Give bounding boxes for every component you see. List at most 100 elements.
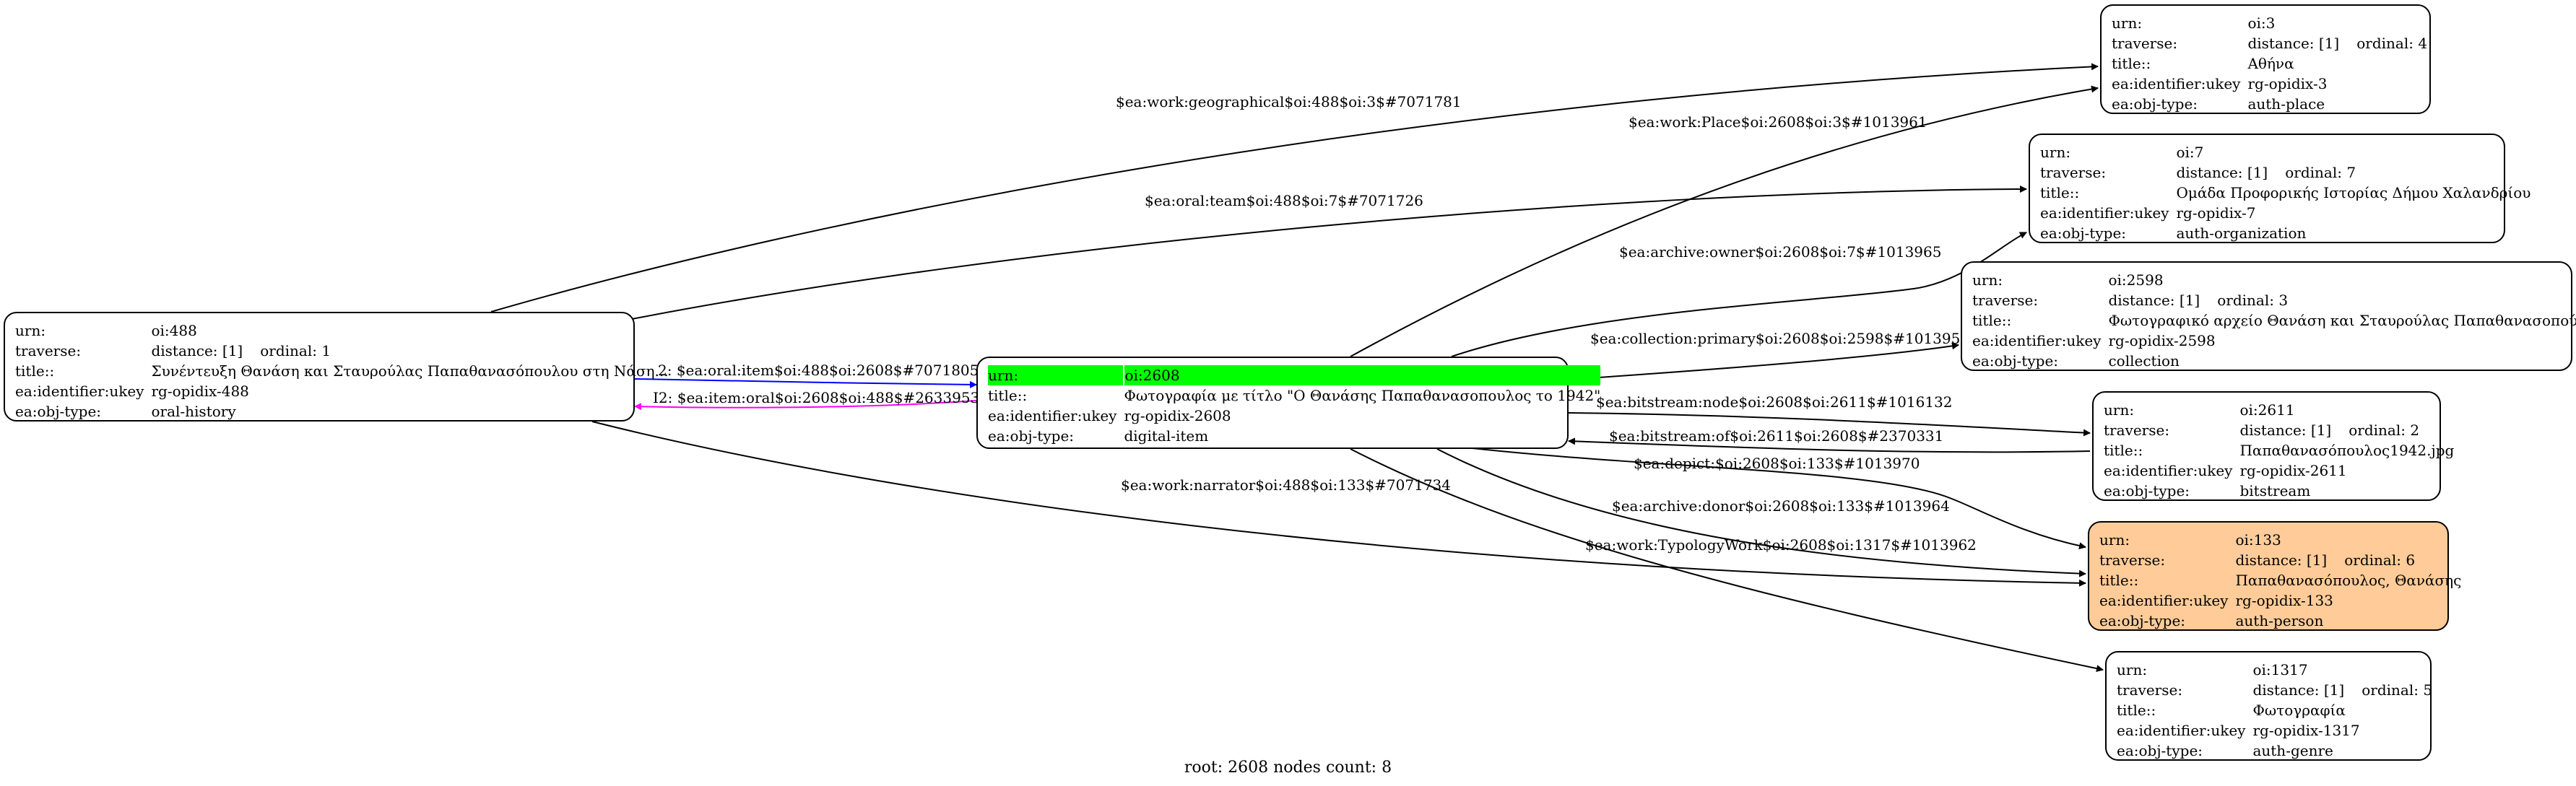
edge-collection xyxy=(1568,342,1959,380)
urn-value: oi:2598 xyxy=(2108,271,2164,289)
ordinal-value: ordinal: 6 xyxy=(2344,551,2416,569)
urn-value: oi:3 xyxy=(2247,14,2276,32)
title-value: Παπαθανασόπουλος1942.jpg xyxy=(2239,442,2455,459)
objtype-value: digital-item xyxy=(1124,427,1209,445)
distance-value: distance: [1] xyxy=(2239,422,2332,439)
ordinal-value: ordinal: 4 xyxy=(2356,35,2428,52)
ukey-value: rg-opidix-2608 xyxy=(1124,407,1231,424)
field-label: title:: xyxy=(2112,55,2151,72)
objtype-value: oral-history xyxy=(151,403,236,420)
field-label: ea:identifier:ukey xyxy=(2104,462,2233,479)
ukey-value: rg-opidix-133 xyxy=(2235,592,2333,609)
node-oi-2611[interactable]: urn: oi:2611 traverse: distance: [1] ordi… xyxy=(2092,391,2454,501)
title-value: Αθήνα xyxy=(2247,55,2294,72)
node-oi-7[interactable]: urn: oi:7 traverse: distance: [1]ordinal… xyxy=(2029,134,2531,243)
edge-label-place: $ea:work:Place$oi:2608$oi:3$#1013961 xyxy=(1629,113,1927,131)
title-value: Φωτογραφία xyxy=(2252,702,2346,719)
title-value: Φωτογραφικό αρχείο Θανάση και Σταυρούλας… xyxy=(2108,312,2576,329)
field-label: title:: xyxy=(2099,572,2139,589)
edge-oral-item xyxy=(634,378,977,388)
field-label: urn: xyxy=(2104,401,2135,419)
ukey-value: rg-opidix-488 xyxy=(151,383,249,400)
edge-label-depict: $ea:depict:$oi:2608$oi:133$#1013970 xyxy=(1634,455,1920,472)
edge-label-geographical: $ea:work:geographical$oi:488$oi:3$#70717… xyxy=(1116,93,1462,110)
node-oi-2598[interactable]: urn: oi:2598 traverse: distance: [1]ordi… xyxy=(1961,261,2576,371)
distance-value: distance: [1] xyxy=(2235,551,2328,569)
edge-label-item-oral: I2: $ea:item:oral$oi:2608$oi:488$#263395… xyxy=(653,389,989,406)
field-label: ea:obj-type: xyxy=(2117,742,2203,759)
field-label: ea:obj-type: xyxy=(2112,95,2198,113)
ordinal-value: ordinal: 7 xyxy=(2285,164,2356,181)
ordinal-value: ordinal: 1 xyxy=(260,342,331,359)
field-label: traverse: xyxy=(1972,292,2039,309)
field-label: ea:obj-type: xyxy=(2099,612,2186,629)
ordinal-value: ordinal: 2 xyxy=(2349,422,2420,439)
field-label: urn: xyxy=(2099,531,2130,549)
edge-label-collection: $ea:collection:primary$oi:2608$oi:2598$#… xyxy=(1590,330,1969,347)
graph-caption: root: 2608 nodes count: 8 xyxy=(1184,759,1392,777)
node-oi-3[interactable]: urn: oi:3 traverse: distance: [1]ordinal… xyxy=(2100,4,2431,114)
ukey-value: rg-opidix-1317 xyxy=(2252,722,2360,739)
field-label: ea:identifier:ukey xyxy=(988,407,1117,424)
distance-value: distance: [1] xyxy=(151,342,243,359)
distance-value: distance: [1] xyxy=(2247,35,2340,52)
edge-item-oral xyxy=(634,400,977,411)
node-oi-133[interactable]: urn: oi:133 traverse: distance: [1] ordin… xyxy=(2088,521,2461,631)
field-label: ea:obj-type: xyxy=(2104,482,2190,499)
edge-label-oral-item: 2: $ea:oral:item$oi:488$oi:2608$#7071805 xyxy=(658,362,979,379)
ordinal-value: ordinal: 3 xyxy=(2217,292,2289,309)
edge-geographical xyxy=(490,63,2099,313)
node-oi-2608[interactable]: urn: oi:2608 title:: Φωτογραφία με τίτλο… xyxy=(976,357,1601,449)
edge-label-team: $ea:oral:team$oi:488$oi:7$#7071726 xyxy=(1145,192,1423,209)
field-label: urn: xyxy=(988,365,1125,385)
field-label: title:: xyxy=(2117,702,2156,719)
field-label: urn: xyxy=(15,322,46,339)
urn-value: oi:133 xyxy=(2235,531,2281,549)
distance-value: distance: [1] xyxy=(2108,292,2200,309)
node-oi-1317[interactable]: urn: oi:1317 traverse: distance: [1]ordi… xyxy=(2105,651,2432,761)
objtype-value: collection xyxy=(2108,352,2180,370)
ordinal-value: ordinal: 5 xyxy=(2362,681,2433,699)
edge-label-donor: $ea:archive:donor$oi:2608$oi:133$#101396… xyxy=(1612,497,1950,515)
field-label: traverse: xyxy=(2099,551,2166,569)
field-label: traverse: xyxy=(2112,35,2178,52)
urn-value: oi:2608 xyxy=(1124,365,1601,385)
urn-value: oi:1317 xyxy=(2252,661,2308,678)
field-label: ea:identifier:ukey xyxy=(2112,75,2241,92)
node-oi-488[interactable]: urn: oi:488 traverse: distance: [1]ordin… xyxy=(4,312,669,422)
field-label: ea:identifier:ukey xyxy=(2117,722,2246,739)
field-label: traverse: xyxy=(2040,164,2107,181)
field-label: urn: xyxy=(2040,144,2071,161)
edge-depict xyxy=(1465,447,2086,550)
field-label: title:: xyxy=(2104,442,2143,459)
objtype-value: bitstream xyxy=(2239,482,2311,499)
field-label: title:: xyxy=(988,387,1028,404)
title-value: Συνέντευξη Θανάση και Σταυρούλας Παπαθαν… xyxy=(151,362,669,380)
title-value: Φωτογραφία με τίτλο "Ο Θανάσης Παπαθανασ… xyxy=(1124,387,1601,404)
field-label: traverse: xyxy=(15,342,82,359)
objtype-value: auth-genre xyxy=(2252,742,2333,759)
edge-label-bitstream-node: $ea:bitstream:node$oi:2608$oi:2611$#1016… xyxy=(1596,393,1953,411)
edge-label-typology: $ea:work:TypologyWork$oi:2608$oi:1317$#1… xyxy=(1585,536,1977,554)
field-label: ea:identifier:ukey xyxy=(2099,592,2229,609)
objtype-value: auth-organization xyxy=(2176,224,2307,242)
field-label: traverse: xyxy=(2104,422,2170,439)
objtype-value: auth-place xyxy=(2247,95,2325,113)
title-value: Ομάδα Προφορικής Ιστορίας Δήμου Χαλανδρί… xyxy=(2176,184,2531,201)
field-label: title:: xyxy=(1972,312,2012,329)
distance-value: distance: [1] xyxy=(2176,164,2268,181)
field-label: urn: xyxy=(2117,661,2148,678)
field-label: ea:obj-type: xyxy=(988,427,1075,445)
ukey-value: rg-opidix-7 xyxy=(2176,204,2256,222)
urn-value: oi:2611 xyxy=(2239,401,2295,419)
field-label: title:: xyxy=(2040,184,2080,201)
field-label: ea:obj-type: xyxy=(2040,224,2127,242)
distance-value: distance: [1] xyxy=(2252,681,2345,699)
edge-narrator xyxy=(591,421,2086,587)
field-label: ea:identifier:ukey xyxy=(15,383,144,400)
ukey-value: rg-opidix-3 xyxy=(2247,75,2328,92)
edge-bitstream-node xyxy=(1568,412,2091,437)
field-label: ea:identifier:ukey xyxy=(2040,204,2169,222)
edge-bitstream-of xyxy=(1568,437,2091,453)
